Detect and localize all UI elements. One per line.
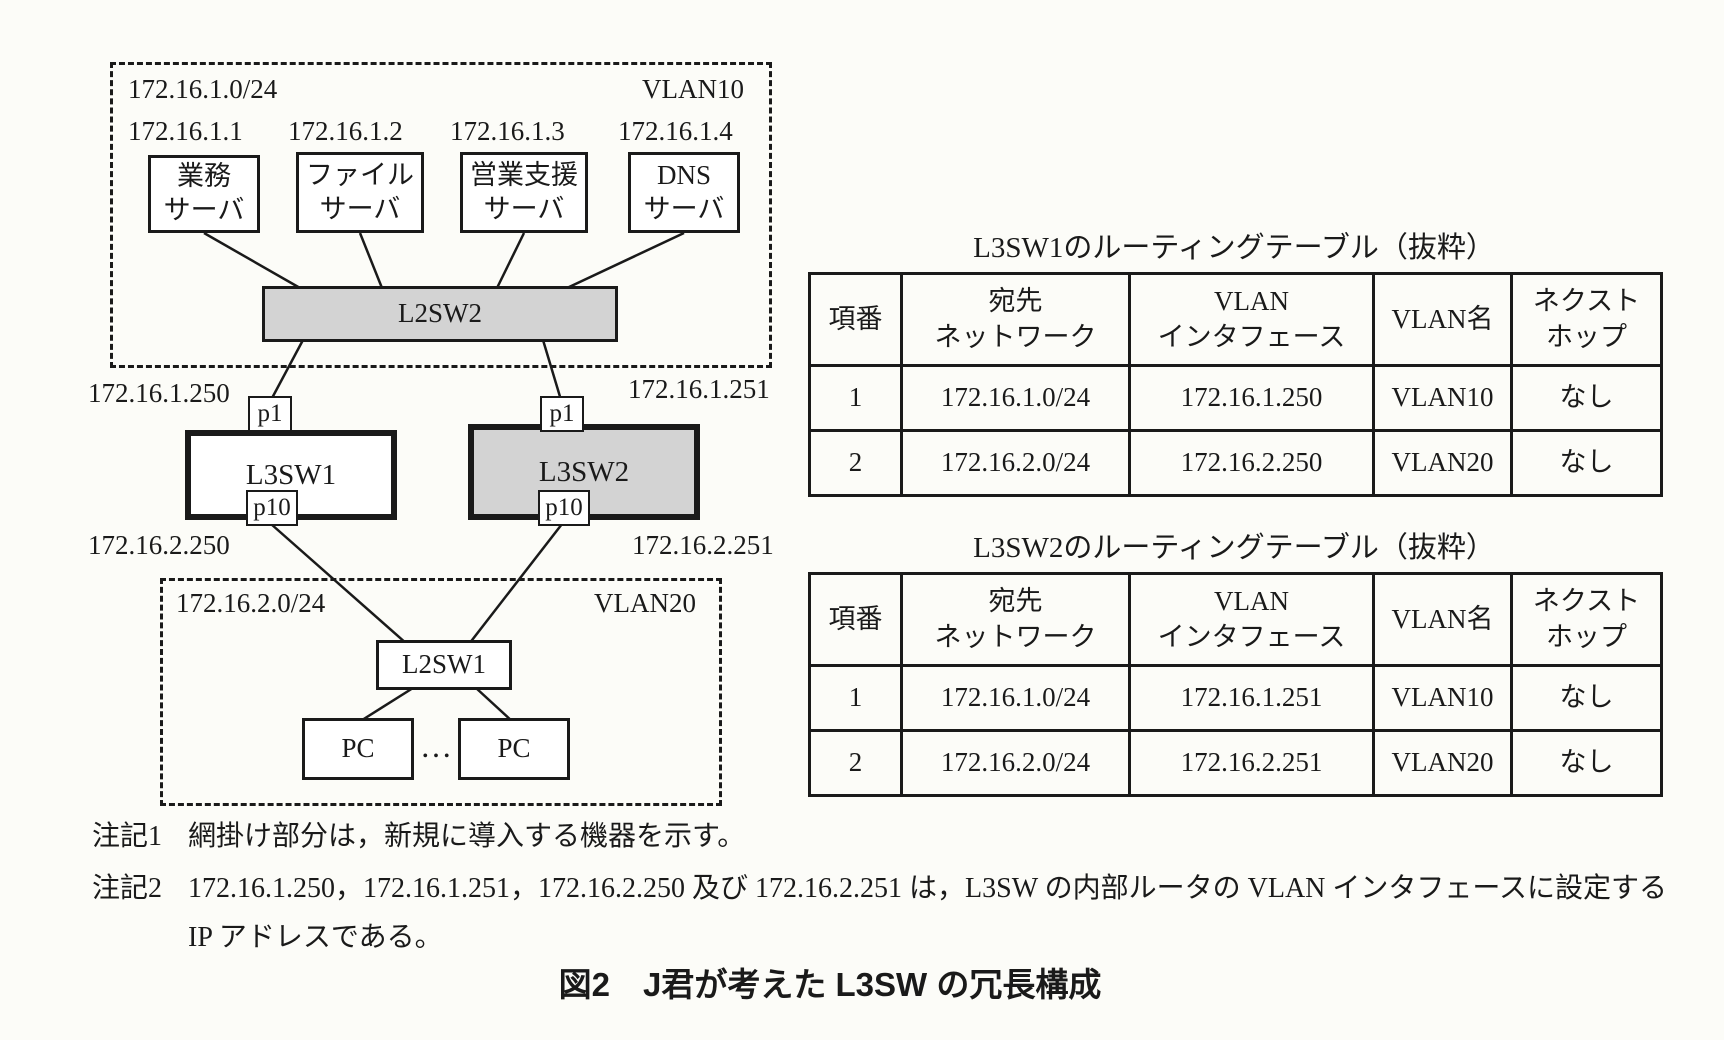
- note-2: 注記2 172.16.1.250，172.16.1.251，172.16.2.2…: [92, 864, 1682, 962]
- cell-vlan-name: VLAN10: [1372, 664, 1513, 732]
- pc-label: PC: [497, 733, 531, 764]
- header-cell-item-no: 項番: [808, 572, 903, 667]
- server3-ip-label: 172.16.1.3: [450, 116, 565, 146]
- server2-ip-label: 172.16.1.2: [288, 116, 403, 146]
- header-cell-vlan-name: VLAN名: [1372, 572, 1513, 667]
- vlan10-boundary: [110, 62, 772, 368]
- server-name: ファイル サーバ: [306, 159, 414, 224]
- l2sw1-label: L2SW1: [402, 649, 486, 680]
- server-box-file: ファイル サーバ: [296, 152, 424, 233]
- header-cell-next-hop: ネクスト ホップ: [1510, 572, 1663, 667]
- table-row: 1 172.16.1.0/24 172.16.1.250 VLAN10 なし: [808, 364, 1663, 432]
- l3sw1-p1-ip-label: 172.16.1.250: [88, 378, 230, 408]
- note-2-text: 172.16.1.250，172.16.1.251，172.16.2.250 及…: [188, 873, 1667, 953]
- vlan20-boundary: [160, 578, 722, 806]
- figure-caption: 図2 J君が考えた L3SW の冗長構成: [558, 966, 1102, 1003]
- table-header-row: 項番 宛先 ネットワーク VLAN インタフェース VLAN名 ネクスト ホップ: [808, 572, 1663, 667]
- pc-box-right: PC: [458, 718, 570, 780]
- cell-next-hop: なし: [1510, 364, 1663, 432]
- pc-box-left: PC: [302, 718, 414, 780]
- cell-vlan-name: VLAN20: [1372, 729, 1513, 797]
- header-cell-dest-network: 宛先 ネットワーク: [900, 272, 1131, 367]
- cell-vlan-interface: 172.16.2.250: [1128, 429, 1375, 497]
- routing-table-2: 項番 宛先 ネットワーク VLAN インタフェース VLAN名 ネクスト ホップ…: [808, 572, 1663, 797]
- cell-next-hop: なし: [1510, 729, 1663, 797]
- note-1: 注記1 網掛け部分は，新規に導入する機器を示す。: [92, 812, 1682, 861]
- server-name: DNS サーバ: [643, 159, 725, 224]
- header-cell-next-hop: ネクスト ホップ: [1510, 272, 1663, 367]
- cell-next-hop: なし: [1510, 429, 1663, 497]
- server-box-sales-support: 営業支援 サーバ: [460, 152, 588, 233]
- cell-vlan-interface: 172.16.1.251: [1128, 664, 1375, 732]
- table-row: 2 172.16.2.0/24 172.16.2.251 VLAN20 なし: [808, 729, 1663, 797]
- pc-label: PC: [341, 733, 375, 764]
- server1-ip-label: 172.16.1.1: [128, 116, 243, 146]
- server-box-dns: DNS サーバ: [628, 152, 740, 233]
- routing-table-1-title: L3SW1のルーティングテーブル（抜粋）: [973, 232, 1495, 264]
- cell-vlan-name: VLAN20: [1372, 429, 1513, 497]
- l2sw2-label: L2SW2: [398, 298, 482, 329]
- cell-item-no: 1: [808, 664, 903, 732]
- cell-vlan-name: VLAN10: [1372, 364, 1513, 432]
- header-cell-vlan-interface: VLAN インタフェース: [1128, 572, 1375, 667]
- vlan20-name-label: VLAN20: [594, 588, 696, 618]
- note-1-label: 注記1: [92, 821, 163, 852]
- server-name: 業務 サーバ: [163, 161, 245, 225]
- l3sw2-label: L3SW2: [538, 455, 630, 488]
- cell-item-no: 1: [808, 364, 903, 432]
- cell-item-no: 2: [808, 729, 903, 797]
- header-cell-dest-network: 宛先 ネットワーク: [900, 572, 1131, 667]
- table-header-row: 項番 宛先 ネットワーク VLAN インタフェース VLAN名 ネクスト ホップ: [808, 272, 1663, 367]
- server-box-business: 業務 サーバ: [148, 155, 260, 233]
- routing-table-2-title: L3SW2のルーティングテーブル（抜粋）: [973, 532, 1495, 564]
- l3sw2-port-p10: p10: [538, 490, 590, 526]
- l3sw2-port-p1: p1: [540, 396, 584, 432]
- note-1-text: 網掛け部分は，新規に導入する機器を示す。: [188, 821, 746, 852]
- note-2-label: 注記2: [92, 873, 163, 904]
- cell-dest-network: 172.16.1.0/24: [900, 664, 1131, 732]
- server4-ip-label: 172.16.1.4: [618, 116, 733, 146]
- header-cell-vlan-interface: VLAN インタフェース: [1128, 272, 1375, 367]
- pc-ellipsis: …: [420, 728, 452, 764]
- table-row: 1 172.16.1.0/24 172.16.1.251 VLAN10 なし: [808, 664, 1663, 732]
- l3sw2-p10-ip-label: 172.16.2.251: [632, 530, 774, 560]
- header-cell-vlan-name: VLAN名: [1372, 272, 1513, 367]
- l3sw1-port-p10: p10: [246, 490, 298, 526]
- l3sw1-p10-ip-label: 172.16.2.250: [88, 530, 230, 560]
- cell-next-hop: なし: [1510, 664, 1663, 732]
- server-name: 営業支援 サーバ: [470, 159, 578, 224]
- header-cell-item-no: 項番: [808, 272, 903, 367]
- vlan10-subnet-label: 172.16.1.0/24: [128, 74, 278, 104]
- vlan10-name-label: VLAN10: [642, 74, 744, 104]
- connection-lines: [203, 231, 685, 724]
- table-row: 2 172.16.2.0/24 172.16.2.250 VLAN20 なし: [808, 429, 1663, 497]
- routing-table-1: 項番 宛先 ネットワーク VLAN インタフェース VLAN名 ネクスト ホップ…: [808, 272, 1663, 497]
- vlan20-subnet-label: 172.16.2.0/24: [176, 588, 326, 618]
- l3sw1-port-p1: p1: [248, 396, 292, 432]
- l2sw2-box: L2SW2: [262, 286, 618, 342]
- cell-dest-network: 172.16.1.0/24: [900, 364, 1131, 432]
- l3sw2-p1-ip-label: 172.16.1.251: [628, 374, 770, 404]
- l3sw1-label: L3SW1: [245, 458, 337, 491]
- cell-item-no: 2: [808, 429, 903, 497]
- cell-dest-network: 172.16.2.0/24: [900, 729, 1131, 797]
- cell-vlan-interface: 172.16.1.250: [1128, 364, 1375, 432]
- cell-dest-network: 172.16.2.0/24: [900, 429, 1131, 497]
- cell-vlan-interface: 172.16.2.251: [1128, 729, 1375, 797]
- l2sw1-box: L2SW1: [376, 640, 512, 690]
